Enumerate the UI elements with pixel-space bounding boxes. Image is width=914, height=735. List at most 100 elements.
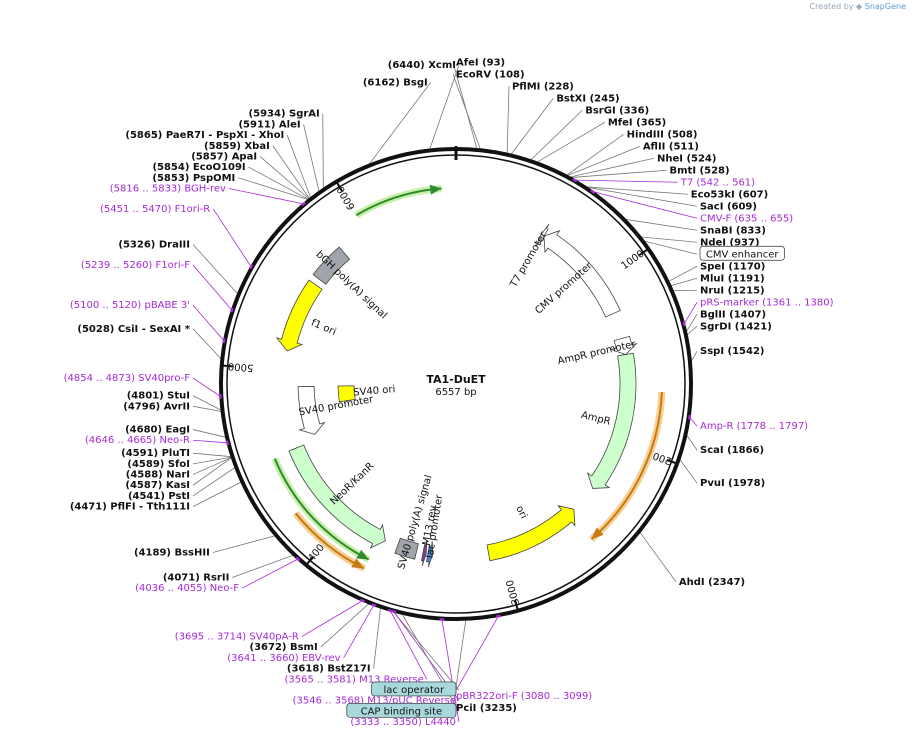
credit-brand: SnapGene (864, 2, 906, 11)
feature-ampr-promoter (609, 335, 638, 356)
enzyme-label-saci-609: SacI (609) (700, 201, 757, 212)
primer-label-4854-4873-sv40pro-f: (4854 .. 4873) SV40pro-F (64, 373, 191, 384)
feature-m13-rev (420, 540, 428, 567)
feature-label-sv40-ori: SV40 ori (353, 384, 396, 398)
tick-mark-3000 (514, 599, 519, 611)
site-labels: (6440) XcmI(6162) BsgI(5934) SgrAI(5911)… (64, 57, 834, 728)
enzyme-label-4541-psti: (4541) PstI (128, 491, 190, 502)
feature-lac-promoter (426, 541, 434, 568)
feature-ori (486, 505, 576, 562)
leader-right_labels-15 (640, 236, 698, 243)
enzyme-label-bstxi-245: BstXI (245) (556, 93, 619, 104)
enzyme-label-5854-ecoo109i: (5854) EcoO109I (152, 162, 245, 173)
feature-label-t7-promoter: T7 promoter (508, 229, 550, 290)
enzyme-label-4071-rsrii: (4071) RsrII (163, 572, 229, 583)
leader-right_labels-4 (530, 109, 583, 161)
enzyme-label-3618-bstz17i: (3618) BstZ17I (287, 664, 371, 675)
leader-left_labels-15 (192, 377, 221, 397)
leader-left_labels-18 (192, 429, 227, 438)
tick-label-5000: 5000 (228, 360, 254, 373)
enzyme-label-4680-eagi: (4680) EagI (125, 425, 190, 436)
enzyme-label-mlui-1191: MluI (1191) (700, 273, 765, 284)
enzyme-label-hindiii-508: HindIII (508) (627, 129, 698, 140)
enzyme-label-4589-sfoi: (4589) SfoI (127, 459, 190, 470)
enzyme-label-snabi-833: SnaBI (833) (700, 225, 766, 236)
feature-bgh-poly-a-signal (312, 246, 351, 285)
leader-right_labels-11 (585, 186, 688, 195)
primer-label-t7-542-561: T7 (542 .. 561) (680, 177, 755, 188)
leader-right_labels-3 (510, 98, 554, 155)
leader-left_labels-27 (232, 554, 294, 578)
orf-arrowhead-2 (356, 549, 369, 560)
leader-right_labels-12 (585, 186, 697, 207)
leader-right_labels-22 (686, 325, 698, 336)
leader-left_labels-14 (192, 328, 222, 360)
enzyme-label-ndei-937: NdeI (937) (700, 237, 760, 248)
leader-left_labels-29 (301, 600, 363, 637)
feature-box-cap-binding-site (346, 702, 457, 718)
primer-site-left_labels-12 (229, 307, 234, 313)
leader-left_labels-13 (192, 304, 225, 342)
enzyme-label-4591-pluti: (4591) PluTI (121, 448, 190, 459)
primer-site-right_labels-20 (682, 321, 686, 327)
leader-right_labels-1 (452, 74, 481, 150)
enzyme-label-nrui-1215: NruI (1215) (700, 285, 765, 296)
enzyme-label-5028-csii-sexai: (5028) CsiI - SexAI * (77, 324, 190, 335)
feature-box-lac-operator (371, 681, 457, 697)
primer-label-amp-r-1778-1797: Amp-R (1778 .. 1797) (700, 421, 808, 432)
leader-left_labels-30 (320, 603, 370, 648)
tick-mark-5000 (221, 364, 233, 368)
enzyme-label-5857-apai: (5857) ApaI (191, 151, 257, 162)
feature-box-label-lac-operator: lac operator (384, 685, 445, 696)
tick-mark-6000 (335, 181, 343, 192)
enzyme-label-3672-bsmi: (3672) BsmI (250, 642, 318, 653)
primer-site-left_labels-19 (225, 440, 230, 446)
feature-box-label-cmv-enhancer: CMV enhancer (706, 249, 780, 260)
leader-left_labels-16 (192, 395, 222, 411)
enzyme-label-ahdi-2347: AhdI (2347) (679, 577, 745, 588)
primer-label-3565-3581-m13-reverse: (3565 .. 3581) M13 Reverse (285, 674, 424, 685)
tick-label-3000: 3000 (505, 578, 522, 605)
primer-label-3695-3714-sv40pa-r: (3695 .. 3714) SV40pA-R (175, 632, 299, 643)
tick-mark-2000 (666, 458, 678, 465)
feature-sv40-poly-a-signal (394, 537, 419, 560)
leader-right_labels-26 (679, 459, 698, 484)
leader-left_labels-10 (212, 208, 252, 268)
enzyme-label-5934-sgrai: (5934) SgrAI (249, 109, 320, 120)
primer-site-left_labels-10 (248, 264, 254, 270)
feature-arrows (275, 223, 638, 568)
feature-neor-kanr (288, 444, 386, 549)
backbone (219, 146, 693, 621)
orf-arrowhead-3 (351, 558, 365, 569)
leader-right_labels-14 (624, 218, 698, 231)
enzyme-label-5859-xbai: (5859) XbaI (204, 141, 270, 152)
feature-sv40-ori (337, 385, 356, 403)
primer-site-left_labels-29 (359, 598, 365, 603)
primer-label-5100-5120-pbabe-3: (5100 .. 5120) pBABE 3' (70, 300, 190, 311)
feature-f1-ori (275, 279, 323, 352)
leader-left_labels-0 (429, 64, 460, 150)
leader-left_labels-25 (192, 481, 242, 507)
feature-cmv-promoter (543, 229, 621, 318)
feature-label-ampr: AmpR (580, 410, 612, 428)
leader-left_labels-5 (272, 145, 310, 200)
primer-label-4646-4665-neo-r: (4646 .. 4665) Neo-R (85, 435, 190, 446)
primer-label-3333-3350-l4440: (3333 .. 3350) L4440 (350, 717, 456, 728)
primer-site-right_labels-24 (688, 414, 692, 420)
leader-left_labels-34 (392, 611, 460, 691)
enzyme-label-spei-1170: SpeI (1170) (700, 261, 765, 272)
primer-label-prs-marker-1361-1380: pRS-marker (1361 .. 1380) (700, 297, 834, 308)
primer-site-left_labels-31 (371, 603, 377, 608)
leader-left_labels-21 (192, 456, 232, 465)
primer-label-3641-3660-ebv-rev: (3641 .. 3660) EBV-rev (227, 653, 340, 664)
leader-left_labels-1 (368, 82, 432, 165)
leader-left_labels-31 (343, 605, 375, 659)
feature-label-bgh-poly-a-signal: bGH poly(A) signal (314, 249, 389, 321)
enzyme-label-pcii-3235: PciI (3235) (456, 703, 517, 714)
leader-left_labels-28 (241, 558, 299, 589)
leader-right_labels-25 (686, 434, 698, 451)
leader-left_labels-3 (303, 124, 320, 192)
leader-right_labels-23 (690, 351, 698, 363)
enzyme-label-4588-nari: (4588) NarI (126, 470, 190, 481)
